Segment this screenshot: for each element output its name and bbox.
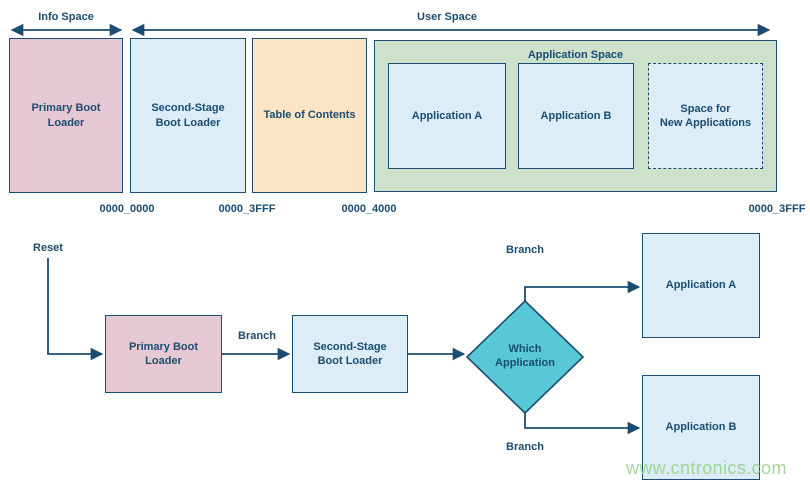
address-label-0000-3fff: 0000_3FFF (218, 203, 276, 215)
flow-node-application-b: Application B (642, 375, 760, 480)
reset-arrow (47, 258, 104, 361)
address-label-0000-4000: 0000_4000 (341, 203, 397, 215)
flow-node-application-a: Application A (642, 233, 760, 338)
info-space-label: Info Space (38, 11, 94, 23)
which-application-label: Which Application (495, 343, 555, 369)
flow-node-primary-boot-loader: Primary Boot Loader (105, 315, 222, 393)
application-space-label: Application Space (527, 49, 624, 61)
memory-block-space-for-new-applications: Space for New Applications (648, 63, 763, 169)
memory-block-application-space: Application Space Application A Applicat… (374, 40, 777, 192)
address-label-0000-0000: 0000_0000 (99, 203, 155, 215)
branch-arrow-top (524, 280, 641, 302)
flow-node-second-stage-boot-loader: Second-Stage Boot Loader (292, 315, 408, 393)
user-space-label: User Space (417, 11, 477, 23)
branch-label-1: Branch (238, 330, 276, 342)
memory-block-table-of-contents: Table of Contents (252, 38, 367, 193)
memory-block-application-a: Application A (388, 63, 506, 169)
memory-block-primary-boot-loader: Primary Boot Loader (9, 38, 123, 193)
memory-block-application-b: Application B (518, 63, 634, 169)
branch-label-bottom: Branch (506, 441, 544, 453)
branch-label-top: Branch (506, 244, 544, 256)
watermark: www.cntronics.com (626, 458, 787, 478)
address-label-0000-3fff-end: 0000_3FFF (748, 203, 806, 215)
reset-label: Reset (33, 242, 63, 254)
branch-arrow-bottom (524, 412, 641, 435)
memory-block-second-stage-boot-loader: Second-Stage Boot Loader (130, 38, 246, 193)
